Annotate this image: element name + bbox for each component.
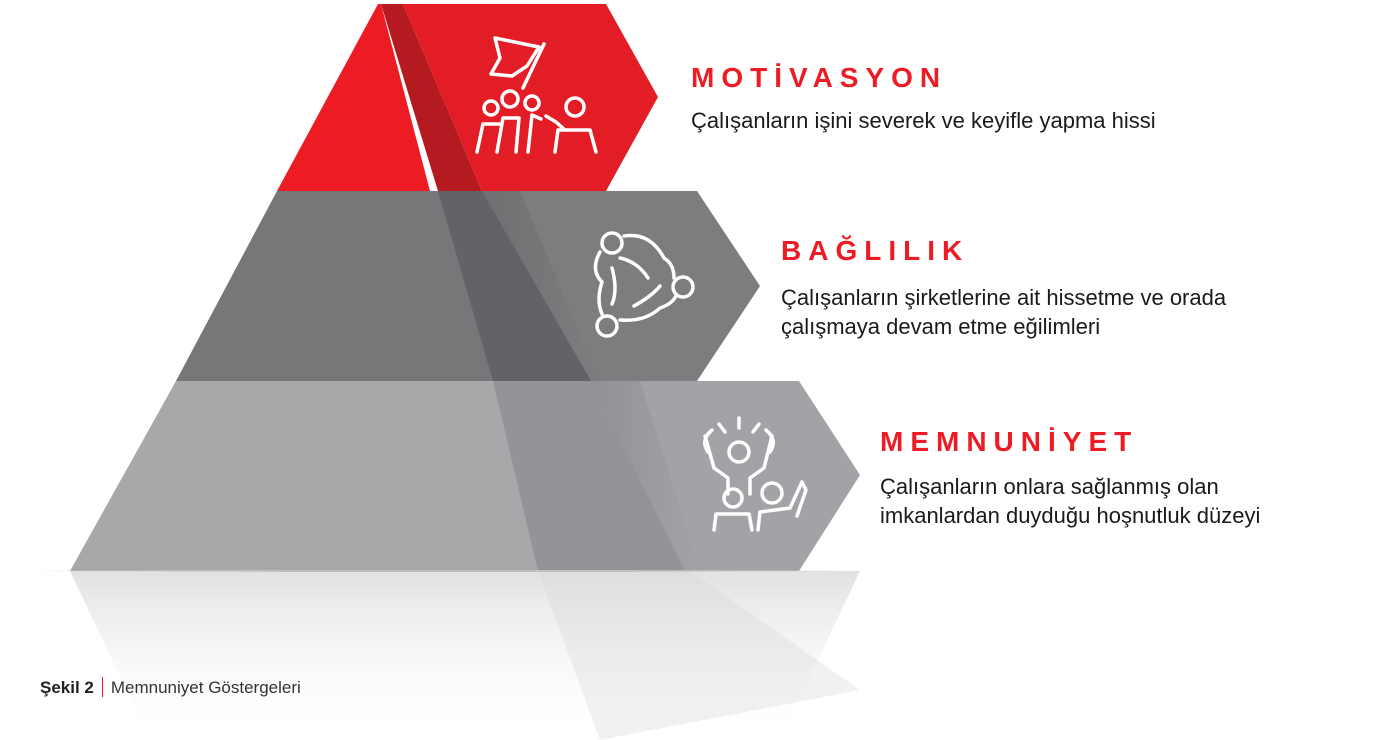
cheering-people-icon — [703, 416, 808, 532]
team-circle-icon — [593, 231, 695, 338]
memnuniyet-description: Çalışanların onlara sağlanmış olan imkan… — [880, 474, 1261, 528]
baglilik-title: BAĞLILIK — [781, 235, 970, 266]
caption-label: Şekil 2 — [40, 678, 94, 697]
pyramid-level-baglilik — [176, 191, 760, 381]
figure-caption: Şekil 2 Memnuniyet Göstergeleri — [40, 677, 301, 698]
memnuniyet-title: MEMNUNİYET — [880, 426, 1139, 457]
caption-text: Memnuniyet Göstergeleri — [110, 678, 301, 697]
motivasyon-title: MOTİVASYON — [691, 62, 948, 93]
team-flag-icon — [475, 36, 598, 154]
pyramid-reflection — [70, 571, 860, 740]
pyramid-level-memnuniyet — [70, 381, 860, 571]
pyramid-level-motivasyon — [277, 4, 658, 191]
baglilik-description: Çalışanların şirketlerine ait hissetme v… — [781, 285, 1227, 339]
motivasyon-description: Çalışanların işini severek ve keyifle ya… — [691, 108, 1156, 133]
floor-line — [30, 570, 860, 572]
caption-separator — [101, 677, 103, 697]
